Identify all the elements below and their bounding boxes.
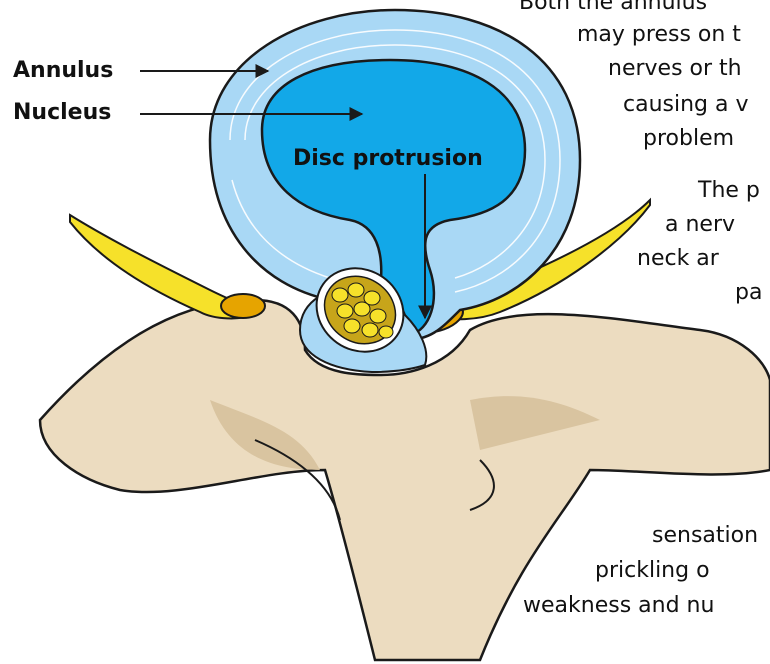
text-line-5: problem: [643, 128, 734, 150]
text-line-8: neck ar: [637, 248, 719, 270]
text-line-2: may press on t: [577, 24, 741, 46]
text-line-10: sensation: [652, 525, 758, 547]
left-nerve-ganglion: [221, 294, 265, 318]
disc-protrusion-label: Disc protrusion: [293, 148, 483, 170]
text-line-12: weakness and nu: [523, 595, 714, 617]
text-line-7: a nerv: [665, 214, 735, 236]
nucleus-label: Nucleus: [13, 102, 111, 124]
text-line-11: prickling o: [595, 560, 710, 582]
text-line-4: causing a v: [623, 94, 749, 116]
text-line-9: pa: [735, 282, 762, 304]
text-line-1: Both the annulus: [519, 0, 707, 14]
text-line-6: The p: [698, 180, 760, 202]
annulus-label: Annulus: [13, 60, 113, 82]
text-line-3: nerves or th: [608, 58, 742, 80]
